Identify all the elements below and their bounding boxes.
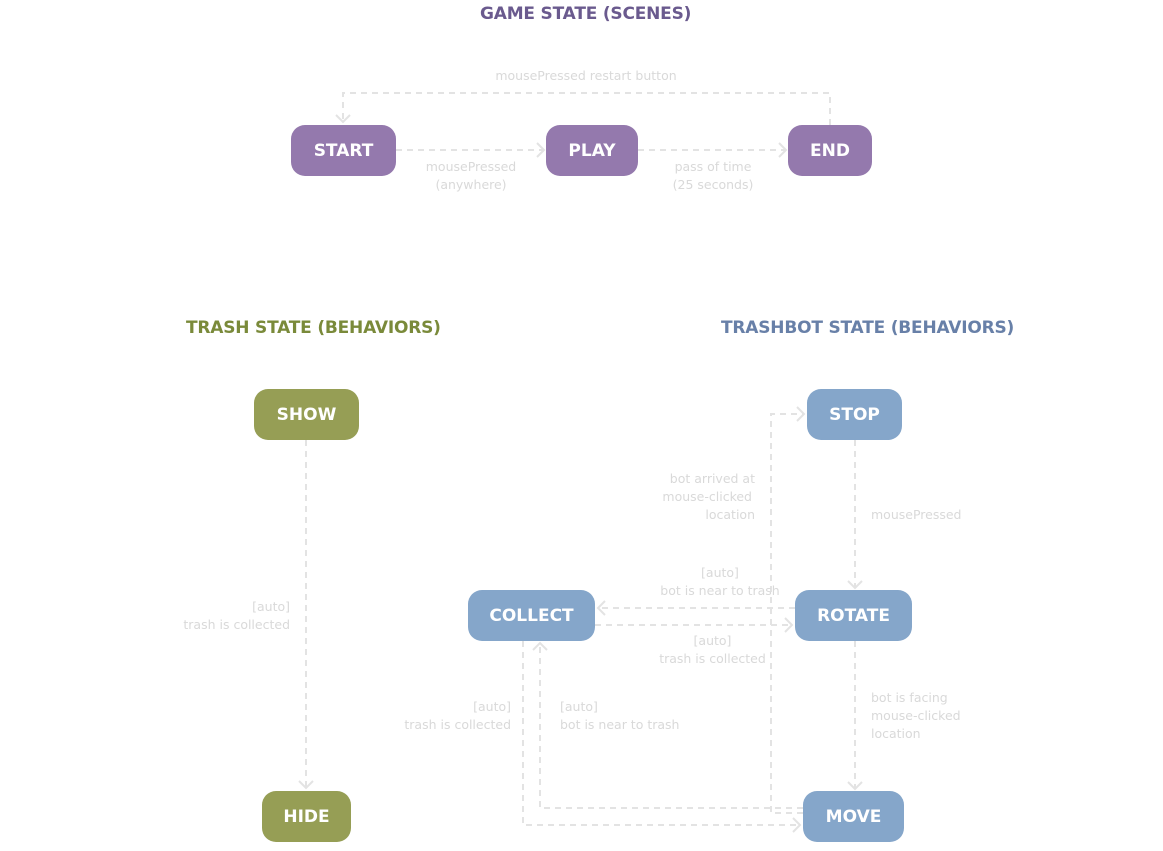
node-end: END	[788, 125, 872, 176]
label-line: bot is near to trash	[660, 583, 780, 598]
label-line: trash is collected	[404, 717, 511, 732]
trashbot-state-title: TRASHBOT STATE (BEHAVIORS)	[721, 318, 1015, 338]
label-line: (anywhere)	[435, 177, 507, 192]
node-hide: HIDE	[262, 791, 351, 842]
label-line: pass of time	[674, 159, 752, 174]
node-move: MOVE	[803, 791, 904, 842]
label-stop-to-rotate: mousePressed	[871, 506, 991, 524]
label-line: [auto]	[560, 699, 598, 714]
node-collect: COLLECT	[468, 590, 595, 641]
label-line: mouse-clicked	[871, 708, 961, 723]
node-stop: STOP	[807, 389, 902, 440]
edge-end-to-start	[342, 92, 831, 125]
label-play-to-end: pass of time (25 seconds)	[658, 158, 768, 194]
arrowhead-move-left	[792, 817, 802, 833]
arrowhead-stop-left	[796, 406, 806, 422]
label-rotate-to-move: bot is facing mouse-clicked location	[871, 689, 991, 743]
node-play: PLAY	[546, 125, 638, 176]
label-line: bot is facing	[871, 690, 948, 705]
arrowhead-rotate-top	[847, 580, 863, 590]
arrowhead-rotate-left	[784, 617, 794, 633]
label-move-to-stop: bot arrived at mouse-clicked location	[630, 470, 755, 524]
label-line: mousePressed	[425, 159, 517, 174]
label-line: trash is collected	[183, 617, 290, 632]
arrowhead-collect-right	[596, 600, 606, 616]
label-rotate-to-collect: [auto] bot is near to trash	[650, 564, 790, 600]
label-line: bot is near to trash	[560, 717, 680, 732]
label-line: location	[705, 507, 755, 522]
label-line: [auto]	[693, 633, 732, 648]
label-line: bot arrived at	[669, 471, 755, 486]
game-state-title: GAME STATE (SCENES)	[480, 4, 692, 24]
arrowhead-end	[778, 142, 788, 158]
label-line: [auto]	[252, 599, 290, 614]
label-collect-to-move: [auto] trash is collected	[380, 698, 511, 734]
arrowhead-start	[335, 114, 351, 124]
label-move-to-collect: [auto] bot is near to trash	[560, 698, 700, 734]
node-start: START	[291, 125, 396, 176]
node-rotate: ROTATE	[795, 590, 912, 641]
label-line: location	[871, 726, 921, 741]
label-line: mousePressed	[871, 507, 962, 522]
edge-move-to-stop	[770, 413, 804, 814]
label-end-to-start: mousePressed restart button	[488, 67, 684, 85]
label-line: mouse-clicked	[662, 489, 752, 504]
label-line: [auto]	[473, 699, 511, 714]
node-show: SHOW	[254, 389, 359, 440]
arrowhead-collect-bottom	[532, 641, 548, 651]
arrowhead-move-top	[847, 781, 863, 791]
arrowhead-play	[536, 142, 546, 158]
label-start-to-play: mousePressed (anywhere)	[416, 158, 526, 194]
label-show-to-hide: [auto] trash is collected	[160, 598, 290, 634]
arrowhead-hide	[298, 780, 314, 790]
label-line: mousePressed restart button	[495, 68, 677, 83]
label-line: [auto]	[701, 565, 739, 580]
edge-collect-to-move	[522, 641, 800, 826]
label-collect-to-rotate: [auto] trash is collected	[645, 632, 780, 668]
label-line: trash is collected	[659, 651, 766, 666]
label-line: (25 seconds)	[672, 177, 754, 192]
trash-state-title: TRASH STATE (BEHAVIORS)	[186, 318, 441, 338]
